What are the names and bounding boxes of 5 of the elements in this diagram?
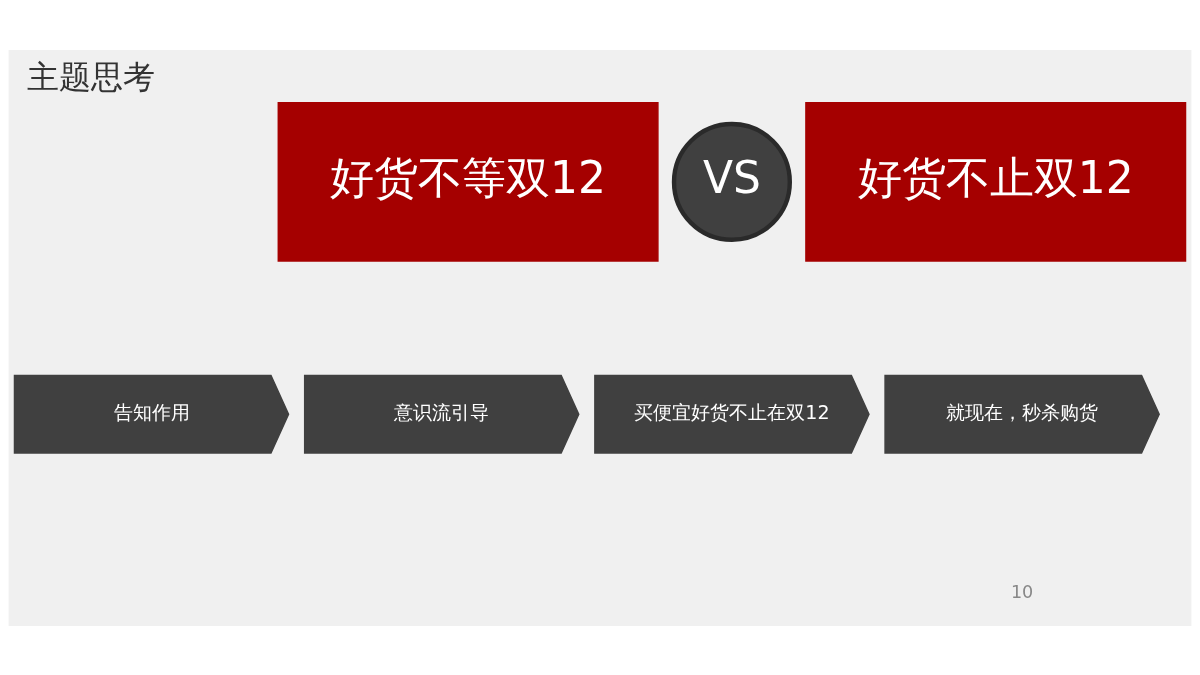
node-box: 好货不止双12 [805, 101, 1187, 262]
label: 10 [1010, 581, 1034, 602]
node-circle: VS [671, 121, 792, 242]
node-box: 好货不等双12 [277, 101, 659, 262]
diagram-title: 主题思考 [26, 57, 155, 96]
